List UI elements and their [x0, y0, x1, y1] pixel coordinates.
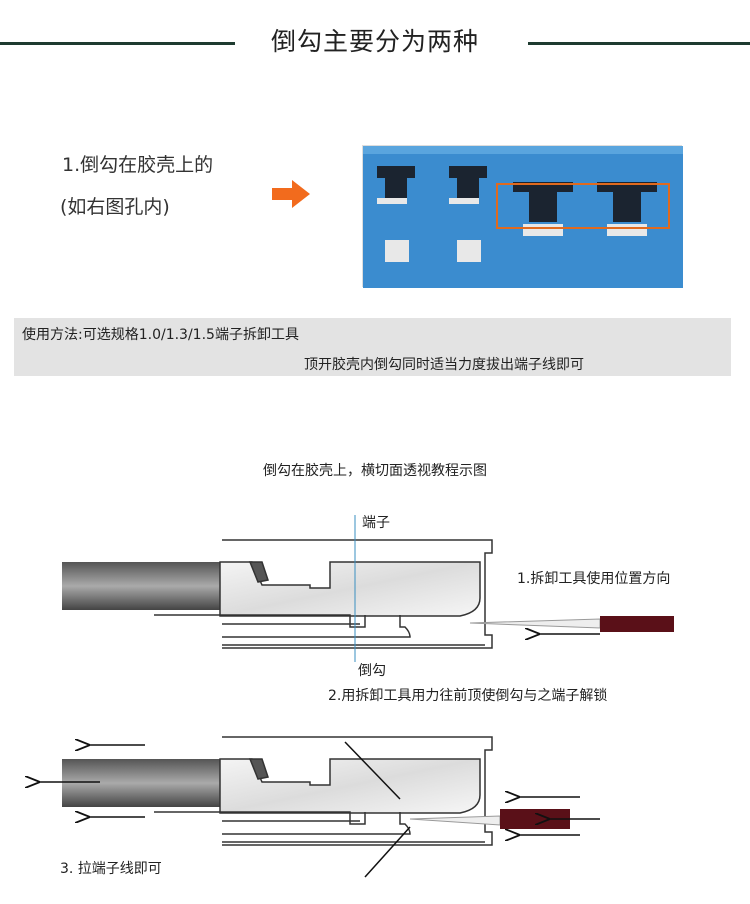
arrow-right-icon	[272, 180, 310, 208]
label-barb: 倒勾	[358, 663, 386, 679]
step3-label: 3. 拉端子线即可	[60, 861, 162, 877]
title-rule-left	[0, 42, 235, 45]
page-title: 倒勾主要分为两种	[270, 27, 479, 56]
usage-line2: 顶开胶壳内倒勾同时适当力度拔出端子线即可	[304, 357, 584, 373]
diagram-step1	[62, 515, 674, 662]
section1-line1: 1.倒勾在胶壳上的	[62, 154, 214, 176]
diagram-step3	[40, 736, 600, 878]
section1-line2: (如右图孔内)	[60, 196, 170, 218]
usage-box: 使用方法:可选规格1.0/1.3/1.5端子拆卸工具 顶开胶壳内倒勾同时适当力度…	[14, 318, 731, 376]
diagram-caption: 倒勾在胶壳上，横切面透视教程示图	[263, 463, 487, 479]
title-rule-right	[528, 42, 750, 45]
label-terminal: 端子	[362, 515, 390, 531]
step1-label: 1.拆卸工具使用位置方向	[517, 571, 671, 587]
step2-label: 2.用拆卸工具用力往前顶使倒勾与之端子解锁	[328, 688, 608, 704]
housing-photo	[362, 145, 683, 288]
usage-line1: 使用方法:可选规格1.0/1.3/1.5端子拆卸工具	[22, 327, 299, 343]
